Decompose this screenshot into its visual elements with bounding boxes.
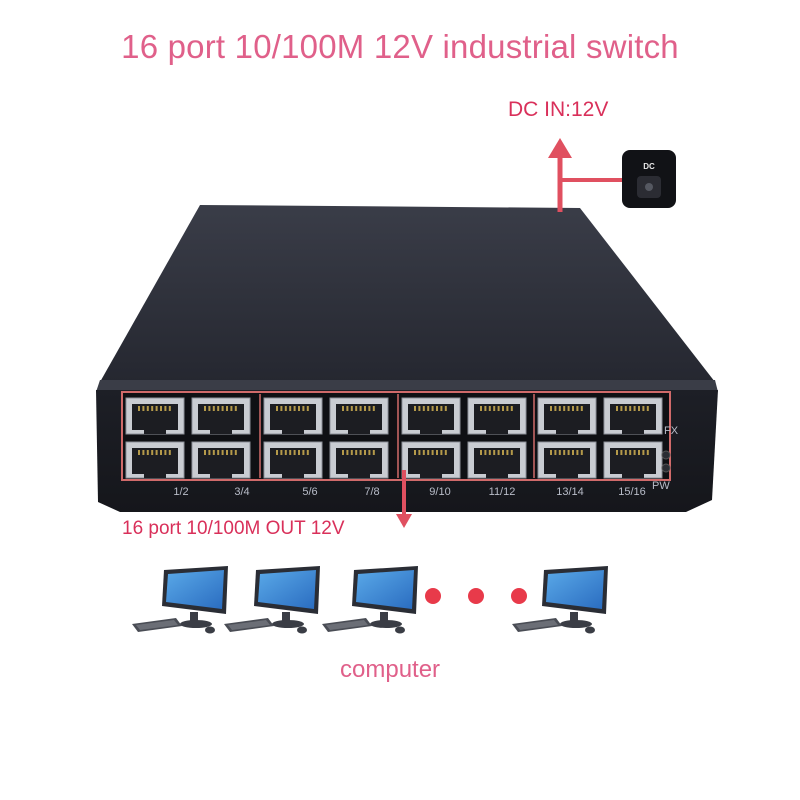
rj45-port[interactable] [191,397,251,435]
computer-icon [512,566,608,634]
rj45-port[interactable] [263,397,323,435]
rj45-port[interactable] [603,397,663,435]
computer-label: computer [340,656,441,683]
page-title: 16 port 10/100M 12V industrial switch [121,28,679,65]
out-arrow-head [396,514,412,528]
dc-jack-label: DC [643,162,655,171]
port-number-label: 7/8 [364,486,380,498]
fx-led [661,450,671,460]
port-number-label: 13/14 [556,486,584,498]
computer-row [132,566,608,634]
port-number-label: 11/12 [488,486,516,498]
switch-top-surface [100,205,715,382]
ellipsis-dot [425,588,441,604]
rj45-port[interactable] [329,441,389,479]
port-output-label: 16 port 10/100M OUT 12V [122,518,345,539]
rj45-port[interactable] [537,441,597,479]
rj45-port[interactable] [401,441,461,479]
port-number-label: 5/6 [302,486,318,498]
dc-input-label: DC IN:12V [508,98,609,121]
computer-icon [322,566,418,634]
computer-icon [224,566,320,634]
rj45-port[interactable] [603,441,663,479]
ellipsis-dot [468,588,484,604]
port-number-label: 9/10 [429,486,451,498]
rj45-port[interactable] [125,441,185,479]
rj45-port[interactable] [467,441,527,479]
rj45-port[interactable] [329,397,389,435]
port-number-label: 15/16 [618,486,646,498]
ellipsis-dot [511,588,527,604]
rj45-port[interactable] [125,397,185,435]
rj45-port[interactable] [401,397,461,435]
port-number-label: 3/4 [234,486,250,498]
rj45-port[interactable] [263,441,323,479]
pw-led-label: PW [652,480,670,492]
dc-jack-pin [645,183,653,191]
pw-led [661,463,671,473]
rj45-port[interactable] [467,397,527,435]
rj45-port[interactable] [191,441,251,479]
computer-icon [132,566,228,634]
fx-led-label: FX [664,425,679,437]
rj45-port-grid [125,394,663,479]
switch-top-lip [96,380,718,392]
rj45-port[interactable] [537,397,597,435]
dc-arrow-head [548,138,572,158]
port-number-label: 1/2 [173,486,189,498]
